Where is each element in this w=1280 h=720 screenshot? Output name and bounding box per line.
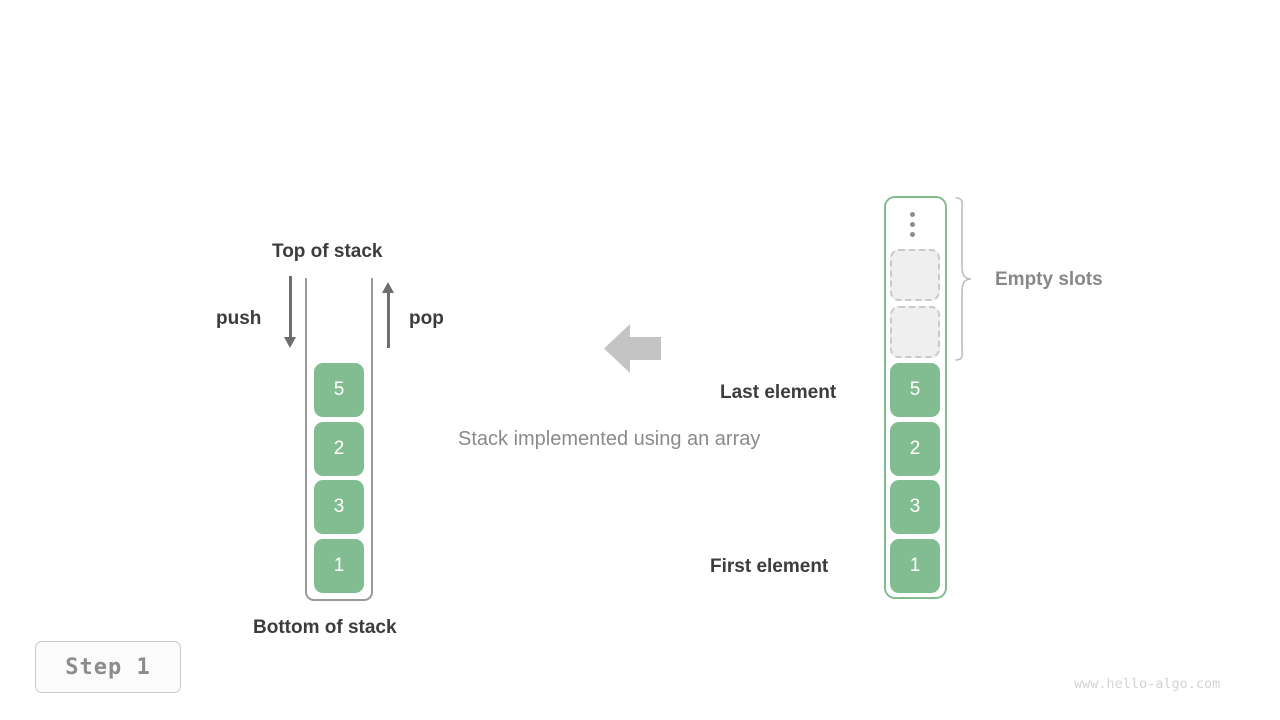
stack-element-1: 2 [314, 422, 364, 476]
pop-label: pop [409, 308, 444, 329]
pop-arrow-head [381, 282, 394, 293]
array-container [884, 196, 947, 599]
push-arrow-head [283, 337, 296, 348]
push-label: push [216, 308, 262, 329]
left-block-arrow-icon [604, 324, 661, 373]
array-element-0: 5 [890, 363, 940, 417]
stack-container [305, 278, 373, 601]
first-element-label: First element [710, 556, 829, 577]
bottom-of-stack-label: Bottom of stack [253, 617, 397, 638]
array-element-3: 1 [890, 539, 940, 593]
step-badge: Step 1 [35, 641, 181, 693]
array-empty-slot-1 [890, 306, 940, 358]
last-element-label: Last element [720, 382, 837, 403]
pop-arrow-shaft [387, 292, 390, 348]
top-of-stack-label: Top of stack [272, 241, 383, 262]
empty-slots-label: Empty slots [995, 269, 1103, 290]
array-empty-slot-0 [890, 249, 940, 301]
figure-caption: Stack implemented using an array [458, 428, 761, 450]
array-element-1: 2 [890, 422, 940, 476]
vertical-ellipsis-icon [910, 212, 917, 237]
array-element-2: 3 [890, 480, 940, 534]
empty-slots-brace [955, 197, 972, 361]
stack-element-3: 1 [314, 539, 364, 593]
stack-element-2: 3 [314, 480, 364, 534]
push-arrow-shaft [289, 276, 292, 338]
watermark: www.hello-algo.com [1074, 676, 1221, 692]
stack-element-0: 5 [314, 363, 364, 417]
